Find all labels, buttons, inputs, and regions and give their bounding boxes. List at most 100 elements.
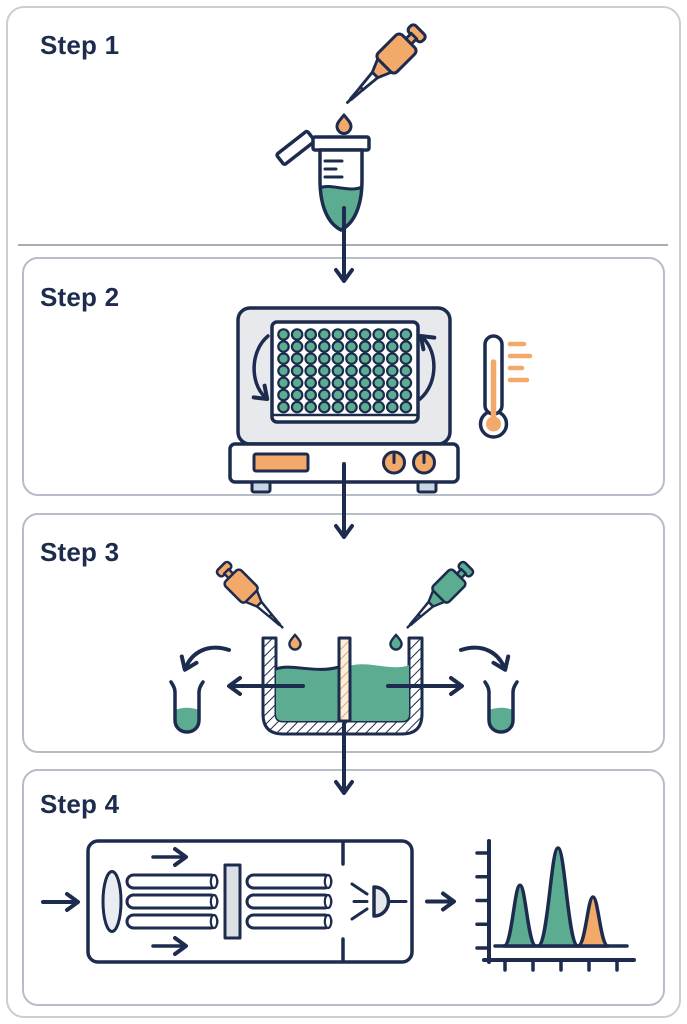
- droplet-icon: [335, 113, 353, 135]
- well: [304, 328, 317, 341]
- well: [304, 388, 317, 402]
- well: [331, 340, 345, 353]
- well: [277, 400, 290, 414]
- pipette-icon: [336, 19, 431, 114]
- well: [345, 364, 358, 378]
- right-chamber-liquid: [350, 664, 409, 721]
- well: [372, 388, 385, 402]
- well: [290, 352, 304, 365]
- capillary-device-icon: [86, 839, 414, 964]
- well: [290, 376, 304, 390]
- lens-icon: [101, 870, 123, 933]
- well: [372, 340, 385, 353]
- well: [304, 376, 317, 390]
- thermometer-icon: [478, 334, 533, 439]
- peak-1: [502, 883, 538, 948]
- well: [304, 364, 317, 378]
- display: [252, 452, 310, 473]
- rotation-arrow-left-icon: [251, 334, 270, 402]
- well: [358, 352, 372, 365]
- well: [399, 352, 413, 365]
- well: [331, 376, 345, 390]
- well: [372, 376, 385, 390]
- rotation-arrow-right-icon: [418, 333, 437, 401]
- well: [304, 400, 317, 414]
- well: [290, 388, 304, 402]
- detector-icon: [372, 885, 391, 918]
- knob-icon: [382, 450, 406, 475]
- well: [386, 340, 399, 353]
- well-plate-icon: [270, 320, 420, 424]
- well: [304, 352, 317, 365]
- well: [277, 352, 290, 365]
- page-frame: [6, 6, 681, 1018]
- well: [345, 388, 358, 402]
- step-3-illustration: [169, 557, 519, 736]
- filter-icon: [223, 863, 242, 940]
- well: [358, 364, 372, 378]
- well: [277, 340, 290, 353]
- well: [386, 400, 399, 414]
- well: [399, 400, 413, 414]
- well: [304, 340, 317, 353]
- pour-arrow-left-icon: [179, 645, 231, 672]
- capillary-tubes-left: [125, 873, 219, 930]
- step-1-illustration: [275, 19, 431, 232]
- collection-tube-icon: [169, 680, 205, 734]
- knob-icon: [412, 450, 436, 475]
- foot: [250, 480, 272, 494]
- well: [386, 388, 399, 402]
- well: [290, 400, 304, 414]
- tube-cap: [275, 129, 316, 166]
- step-2-illustration: [228, 306, 533, 494]
- well: [277, 364, 290, 378]
- well: [318, 340, 331, 353]
- well: [331, 364, 345, 378]
- step-3-label: Step 3: [40, 537, 120, 567]
- well: [372, 352, 385, 365]
- well: [318, 352, 331, 365]
- peak-2: [536, 846, 580, 948]
- well: [358, 376, 372, 390]
- pipette-icon: [212, 557, 292, 637]
- step-4-label: Step 4: [40, 789, 120, 819]
- well: [399, 388, 413, 402]
- capillary-tubes-right: [245, 873, 333, 930]
- well: [399, 340, 413, 353]
- well: [331, 388, 345, 402]
- well: [290, 328, 304, 341]
- heat-lines-icon: [507, 341, 533, 383]
- chamber-divider: [337, 636, 352, 723]
- flow-arrow-icon: [334, 462, 354, 539]
- well: [358, 328, 372, 341]
- well: [318, 364, 331, 378]
- droplet-icon: [288, 633, 302, 651]
- well: [277, 328, 290, 341]
- well: [386, 376, 399, 390]
- well: [372, 400, 385, 414]
- well: [345, 400, 358, 414]
- left-chamber-liquid: [276, 667, 339, 721]
- droplet-icon: [389, 633, 403, 651]
- well: [345, 376, 358, 390]
- two-chamber-vessel-icon: [261, 636, 424, 736]
- well: [318, 400, 331, 414]
- well: [277, 376, 290, 390]
- light-rays-icon: [350, 882, 369, 921]
- well: [345, 352, 358, 365]
- well: [386, 328, 399, 341]
- plate-shaker-icon: [228, 306, 460, 494]
- well: [372, 364, 385, 378]
- step-1-label: Step 1: [40, 30, 120, 60]
- microcentrifuge-tube-icon: [275, 129, 371, 232]
- well: [318, 388, 331, 402]
- chromatogram-icon: [475, 839, 636, 972]
- tube-rim: [311, 135, 371, 152]
- well: [399, 376, 413, 390]
- well: [318, 376, 331, 390]
- well: [318, 328, 331, 341]
- foot: [416, 480, 438, 494]
- collection-tube-icon: [483, 680, 519, 734]
- flow-arrow-icon: [334, 206, 354, 283]
